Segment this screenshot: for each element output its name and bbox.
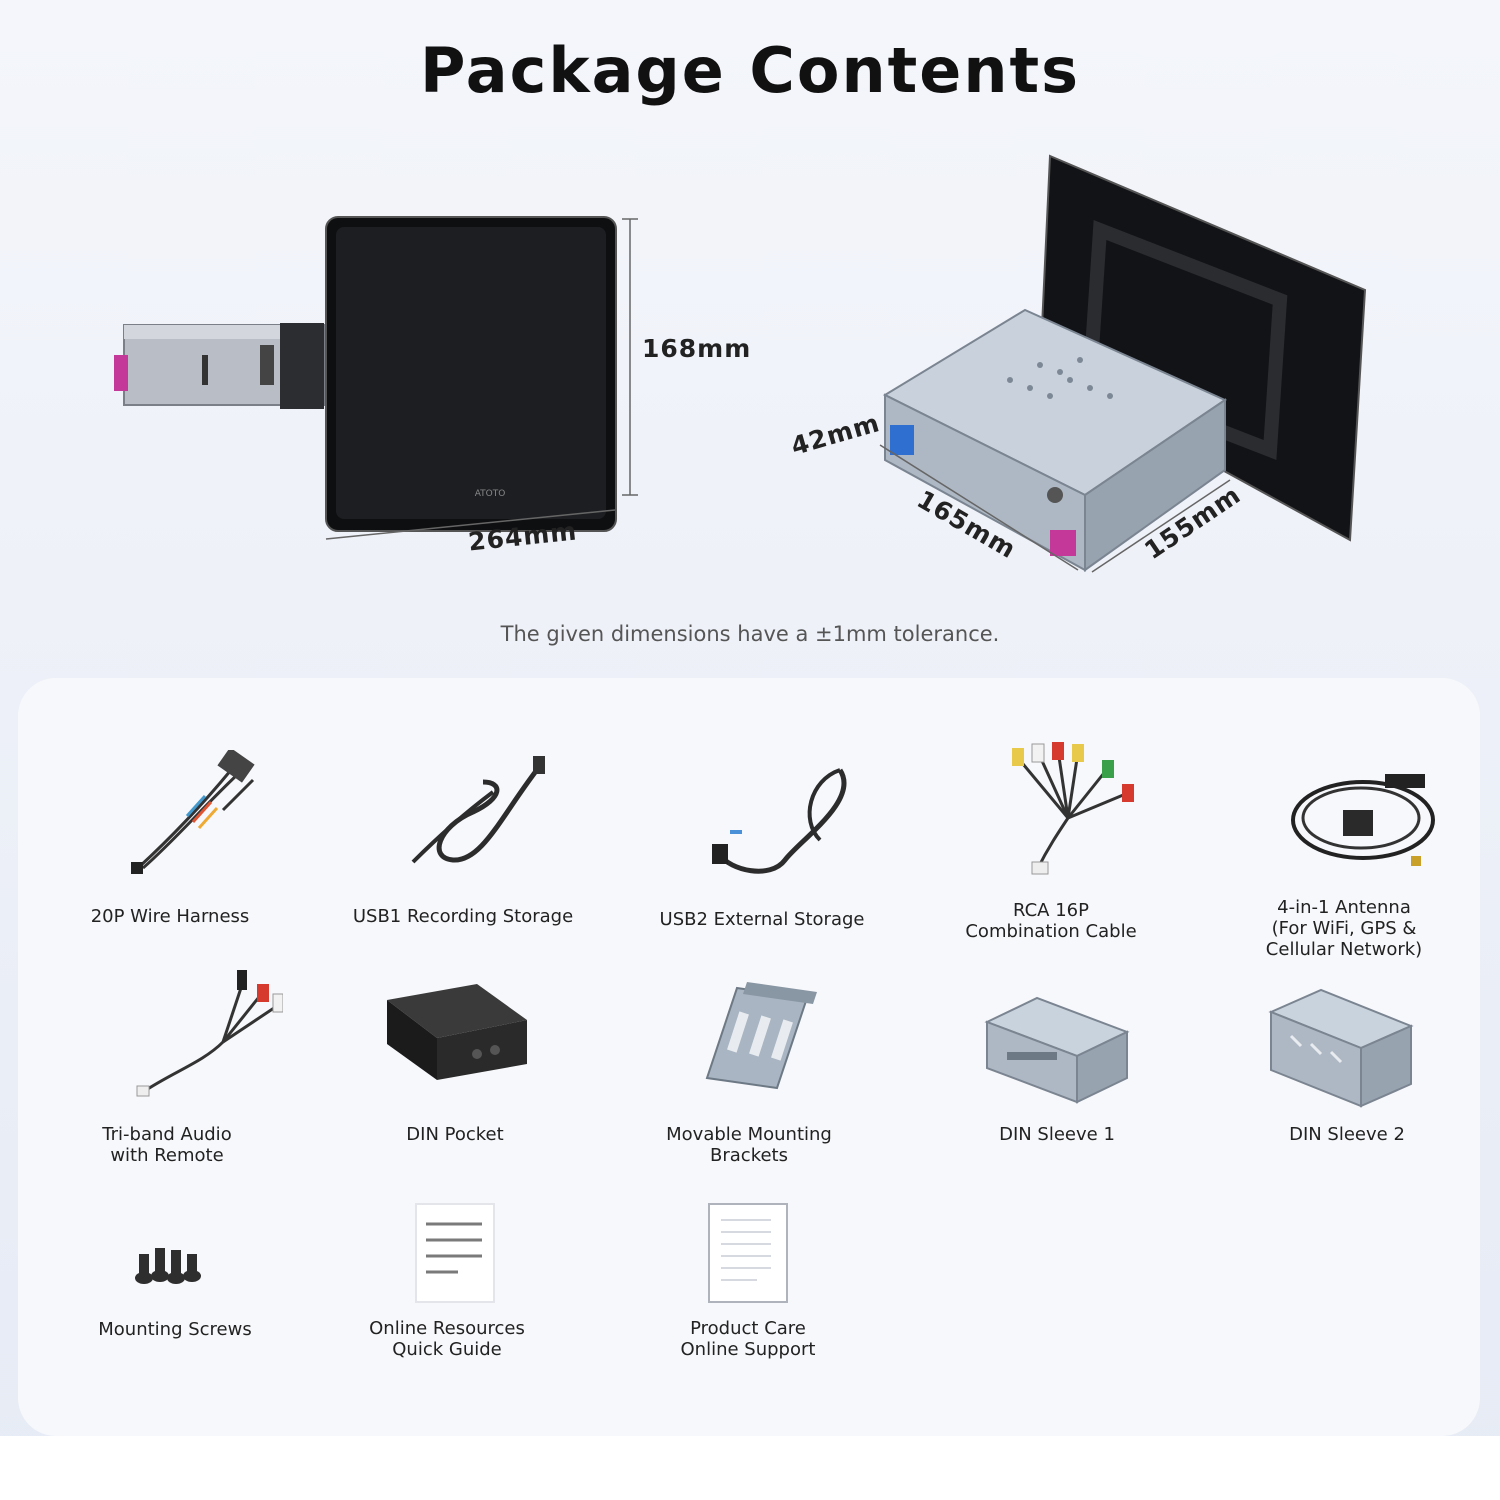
document-icon [415,1203,495,1303]
item-label-usb2: USB2 External Storage [659,909,865,930]
din-sleeve-icon [984,996,1130,1104]
item-label-din-sleeve-1: DIN Sleeve 1 [999,1124,1115,1145]
item-label-usb1: USB1 Recording Storage [352,906,574,927]
item-label-din-pocket: DIN Pocket [406,1124,504,1145]
item-icon-din-sleeve-2 [1196,986,1486,1111]
item-icon-bracket [612,978,902,1098]
usb-cable-icon [411,756,545,864]
din-sleeve-icon [1268,988,1414,1108]
item-label-quick-guide: Online Resources Quick Guide [369,1318,525,1360]
item-icon-screws [30,1240,320,1290]
item-label-rca: RCA 16P Combination Cable [965,900,1137,942]
item-icon-din-pocket [312,980,602,1090]
antenna-icon [1291,774,1435,866]
brand-logo: ATOTO [475,489,506,499]
audio-cable-icon [136,970,283,1097]
din-pocket-icon [387,984,527,1080]
item-icon-product-care [603,1202,893,1304]
wire-harness-icon [131,750,255,874]
item-label-din-sleeve-2: DIN Sleeve 2 [1289,1124,1405,1145]
usb-cable-icon [712,768,847,874]
head-unit-back-view [879,154,1367,573]
item-label-screws: Mounting Screws [98,1319,252,1340]
item-icon-din-sleeve-1 [912,992,1202,1112]
item-icon-usb1 [328,752,618,872]
item-icon-antenna [1208,760,1498,870]
rca-cable-icon [1012,742,1134,875]
item-icon-rca [908,738,1198,878]
page-title: Package Contents [419,34,1081,107]
item-label-bracket: Movable Mounting Brackets [666,1124,832,1166]
head-unit-front-view: ATOTO [114,216,638,540]
item-label-antenna: 4-in-1 Antenna (For WiFi, GPS & Cellular… [1265,897,1423,960]
screws-icon [135,1248,201,1284]
item-icon-wire-harness [48,750,338,880]
item-icon-audio [48,962,338,1102]
item-icon-usb2 [635,760,925,880]
item-label-product-care: Product Care Online Support [680,1318,816,1360]
item-icon-quick-guide [310,1202,600,1304]
bracket-icon [705,982,817,1090]
item-label-wire-harness: 20P Wire Harness [90,906,250,927]
bottom-band [0,1436,1500,1500]
item-label-audio: Tri-band Audio with Remote [102,1124,232,1166]
document-icon [708,1203,788,1303]
tolerance-note: The given dimensions have a ±1mm toleran… [500,622,1000,646]
dimension-height: 168mm [642,334,752,363]
